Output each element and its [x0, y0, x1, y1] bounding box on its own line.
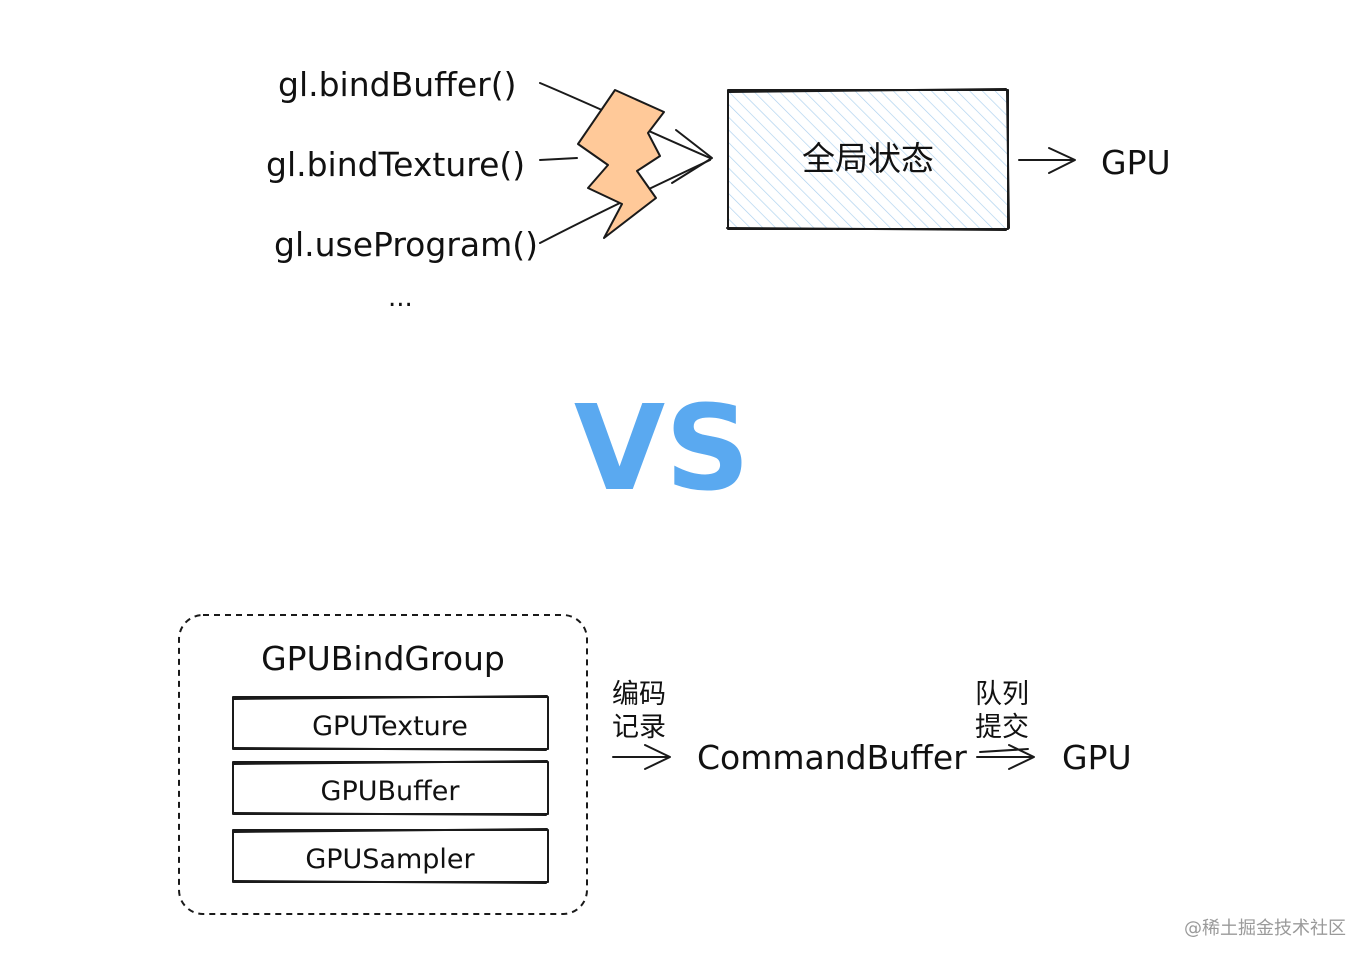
global-state-box: 全局状态	[726, 88, 1010, 231]
global-state-box-sketch-edge	[726, 88, 1010, 231]
encode-arrow	[612, 744, 671, 770]
top-section: gl.bindBuffer() gl.bindTexture() gl.useP…	[266, 65, 1171, 313]
bind-group-item-sampler: GPUSampler	[232, 828, 549, 884]
global-state-label: 全局状态	[802, 139, 934, 178]
submit-label-line1: 队列	[975, 679, 1029, 710]
gpu-label-top: GPU	[1101, 143, 1171, 182]
item-label-buffer: GPUBuffer	[321, 776, 461, 807]
command-buffer-label: CommandBuffer	[697, 738, 967, 777]
bind-group-title: GPUBindGroup	[261, 639, 505, 678]
submit-label-line2: 提交	[975, 712, 1029, 743]
submit-arrow	[976, 744, 1035, 770]
bottom-section: GPUBindGroup GPUTexture GPUBuffer GPUSam…	[178, 614, 1132, 915]
watermark: @稀土掘金技术社区	[1184, 918, 1346, 939]
gpu-label-bottom: GPU	[1062, 738, 1132, 777]
item-box-buffer-sketch	[232, 760, 548, 816]
call-bind-texture: gl.bindTexture()	[266, 145, 525, 184]
lightning-bolt-icon	[577, 89, 665, 239]
item-box-sampler-sketch	[232, 828, 548, 884]
encode-label-line1: 编码	[612, 679, 666, 710]
bind-group-container	[178, 614, 588, 915]
bind-group-item-texture: GPUTexture	[232, 695, 549, 751]
arrow-to-gpu-top	[1018, 147, 1076, 174]
calls-ellipsis: ...	[388, 283, 413, 313]
vs-label: VS	[574, 379, 750, 517]
call-use-program: gl.useProgram()	[274, 225, 538, 264]
bind-group-item-buffer: GPUBuffer	[232, 760, 549, 816]
item-label-texture: GPUTexture	[312, 711, 468, 742]
global-state-box-fill	[728, 90, 1008, 229]
arrow-head-main	[671, 129, 713, 184]
encode-label-line2: 记录	[612, 712, 666, 743]
call-bind-buffer: gl.bindBuffer()	[278, 65, 517, 104]
item-box-texture-sketch	[232, 695, 548, 751]
item-label-sampler: GPUSampler	[305, 844, 475, 875]
arrow-line-middle	[539, 157, 578, 161]
